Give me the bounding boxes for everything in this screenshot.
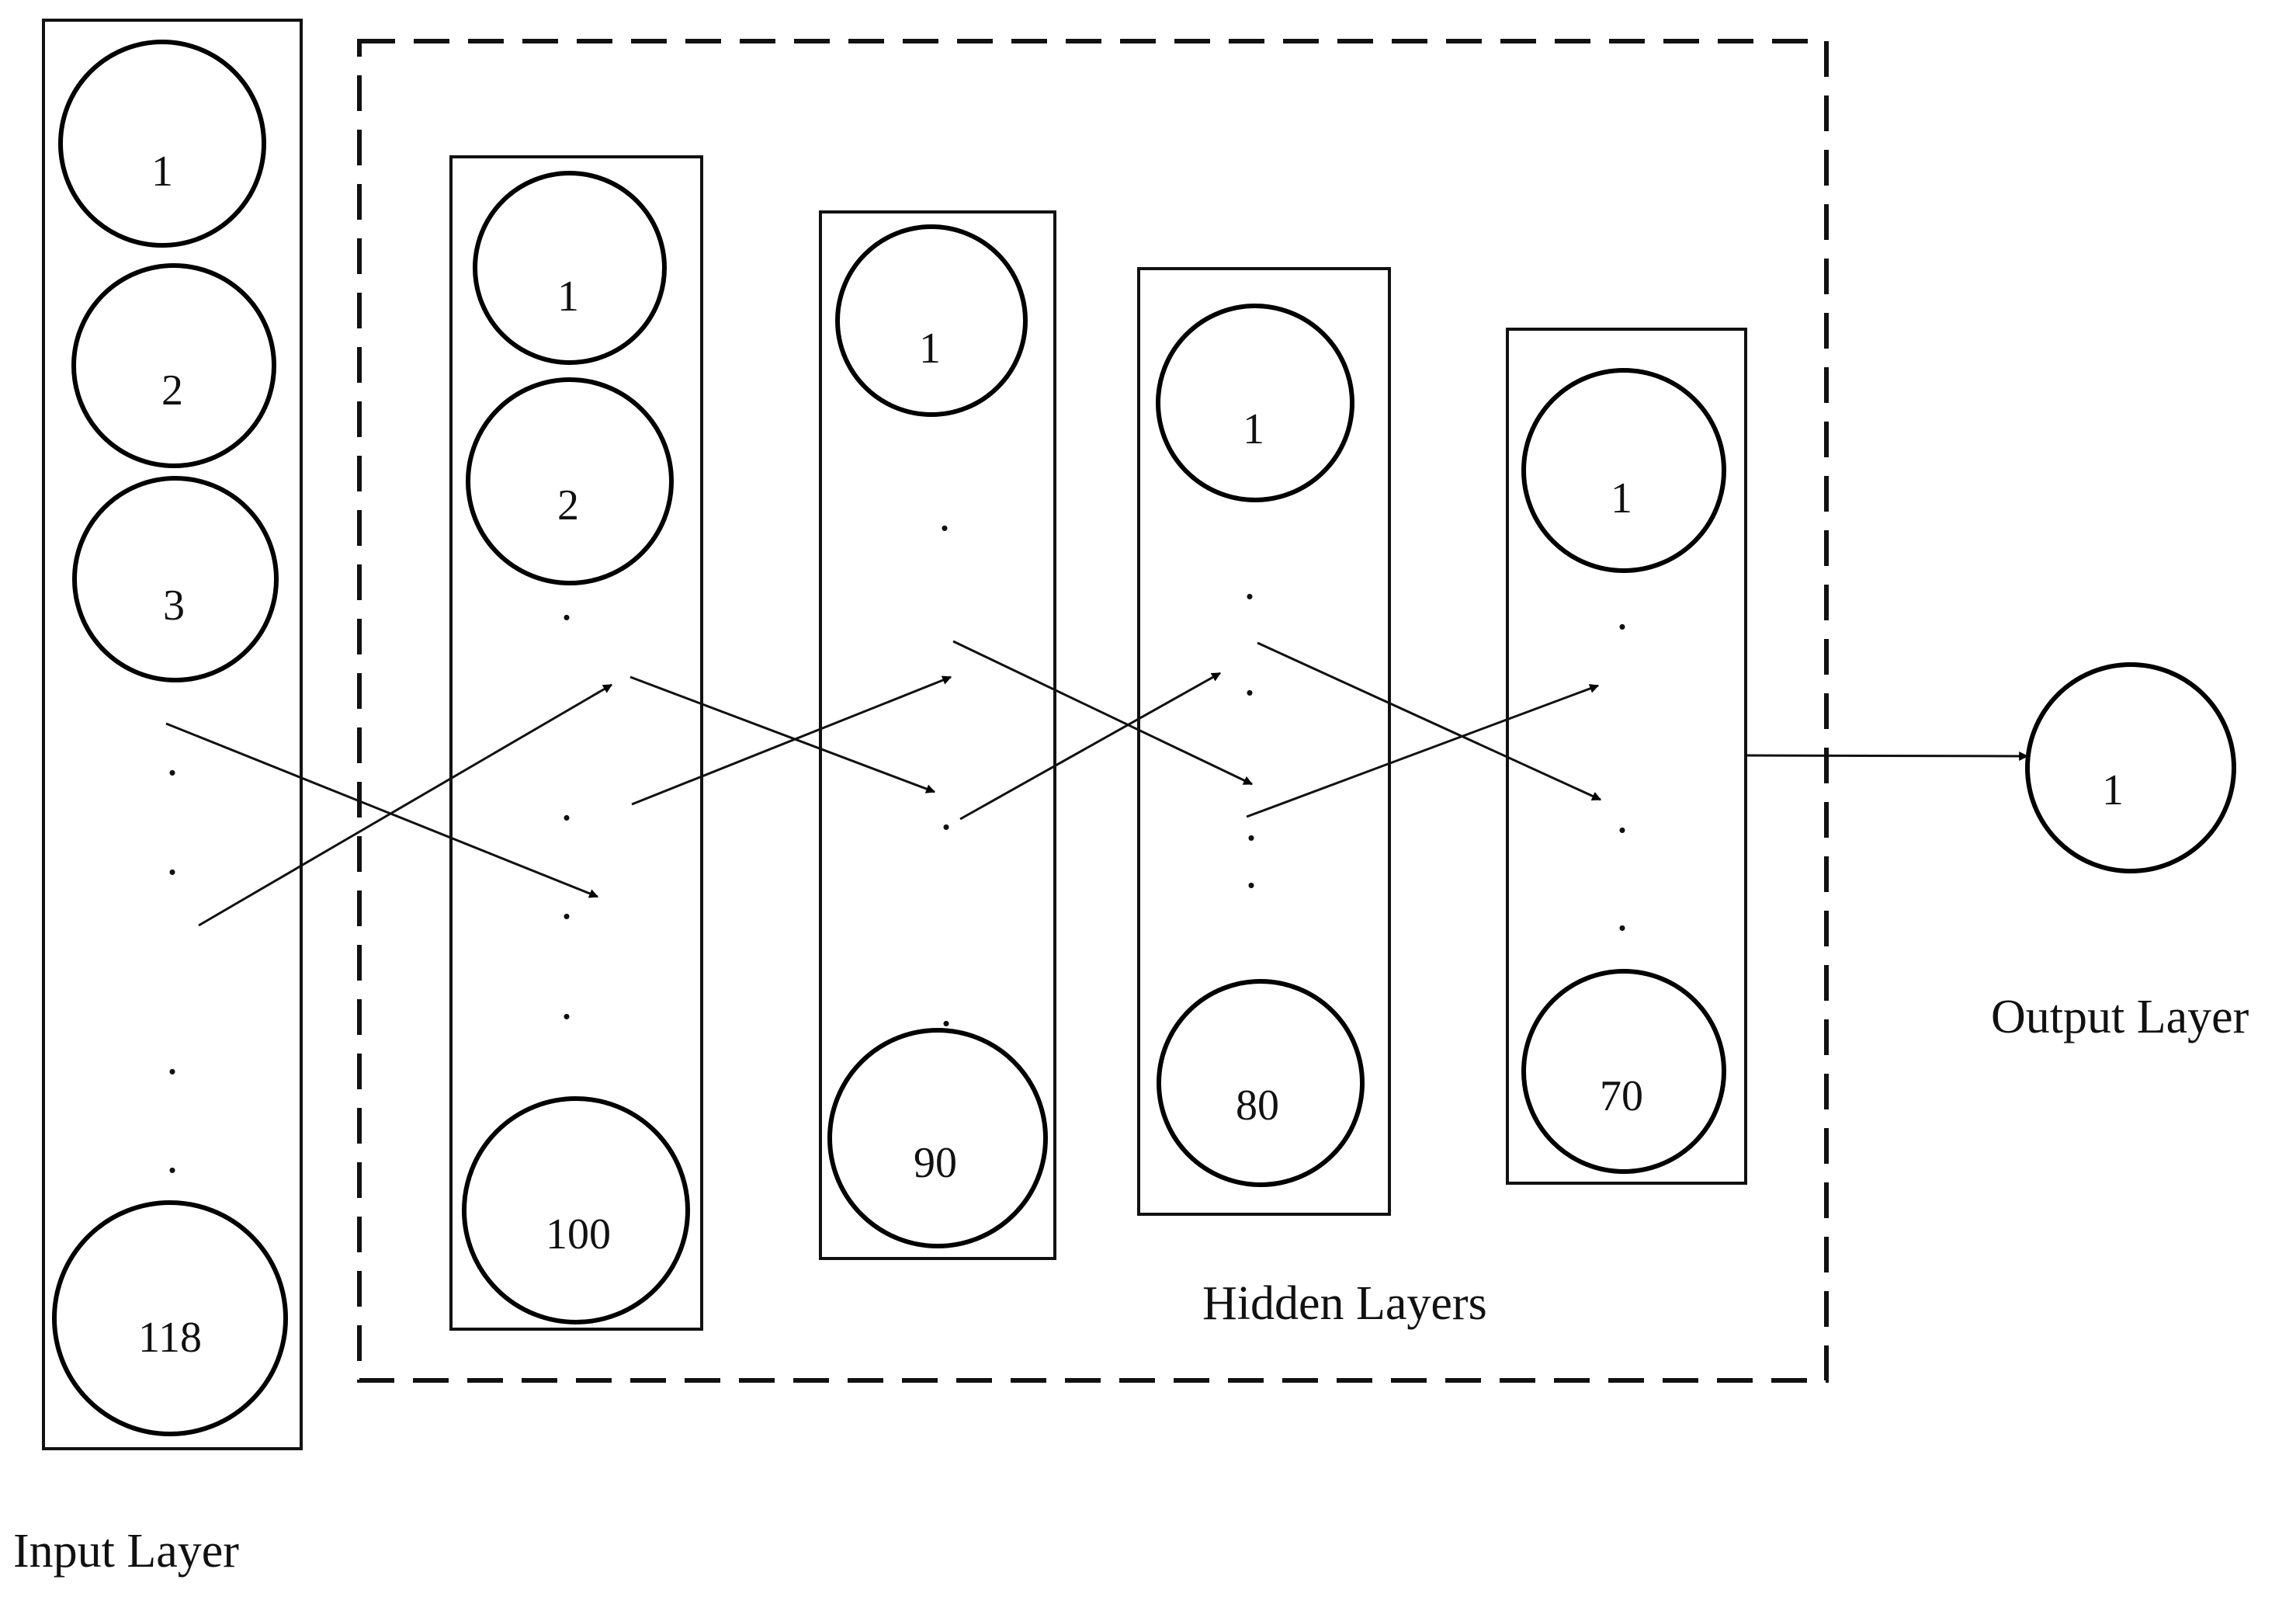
connection-arrow [198,683,613,927]
connection-arrow [631,675,952,806]
hidden-1-neuron-1: 1 [473,171,667,365]
hidden-layer-3-box [1137,267,1391,1216]
hidden-3-ellipsis-dot: . [1246,799,1257,850]
hidden-4-ellipsis-dot: . [1617,889,1628,940]
hidden-layer-2-box [819,210,1056,1260]
hidden-layers-frame [357,39,1829,1383]
hidden-1-neuron-100-label: 100 [546,1210,611,1259]
output-neuron-1: 1 [2025,662,2236,873]
hidden-1-neuron-2-label: 2 [557,481,579,529]
hidden-2-neuron-1: 1 [835,224,1028,417]
hidden-3-ellipsis-dot: . [1244,654,1256,705]
input-layer-box [42,19,303,1450]
hidden-1-neuron-100: 100 [462,1096,690,1324]
connection-arrow [959,672,1222,821]
input-neuron-2: 2 [71,263,276,468]
hidden-4-ellipsis-dot: . [1617,791,1628,842]
hidden-4-ellipsis-dot: . [1617,588,1628,639]
hidden-2-ellipsis-dot: . [939,489,951,540]
output-neuron-1-label: 1 [2102,766,2124,814]
hidden-2-neuron-90: 90 [827,1028,1048,1248]
input-neuron-3-label: 3 [163,582,185,630]
hidden-2-neuron-1-label: 1 [919,325,941,373]
output-connection-arrow [1746,751,2029,761]
output-layer-caption: Output Layer [1991,991,2249,1043]
hidden-layer-1-box [449,155,703,1331]
hidden-4-neuron-70: 70 [1521,969,1726,1174]
input-neuron-1: 1 [58,40,266,248]
input-neuron-3: 3 [72,476,279,682]
input-layer-caption: Input Layer [13,1525,239,1578]
hidden-4-neuron-1: 1 [1521,368,1726,573]
hidden-1-ellipsis-dot: . [561,779,573,830]
hidden-4-neuron-1-label: 1 [1611,474,1632,522]
hidden-3-neuron-80-label: 80 [1236,1081,1279,1130]
hidden-2-ellipsis-dot: . [941,788,952,839]
connection-arrow [165,722,599,898]
hidden-3-ellipsis-dot: . [1246,846,1257,897]
hidden-1-neuron-1-label: 1 [557,273,579,321]
input-neuron-118: 118 [52,1200,288,1436]
hidden-1-ellipsis-dot: . [561,977,573,1029]
input-ellipsis-dot: . [167,734,179,785]
connection-arrow [1246,684,1600,818]
input-neuron-1-label: 1 [151,148,173,196]
input-ellipsis-dot: . [167,833,179,884]
connection-arrow [1257,641,1602,801]
hidden-2-ellipsis-dot: . [941,984,952,1036]
hidden-3-neuron-80: 80 [1157,979,1365,1187]
input-ellipsis-dot: . [167,1131,179,1182]
hidden-3-neuron-1-label: 1 [1243,405,1264,453]
hidden-1-ellipsis-dot: . [561,877,573,929]
hidden-4-neuron-70-label: 70 [1600,1072,1643,1120]
hidden-3-neuron-1: 1 [1156,304,1354,502]
hidden-3-ellipsis-dot: . [1244,557,1256,609]
hidden-2-neuron-90-label: 90 [914,1139,957,1187]
input-neuron-2-label: 2 [161,366,183,415]
input-ellipsis-dot: . [167,1033,179,1084]
connection-arrow [952,640,1254,786]
connection-arrow [629,675,936,793]
hidden-1-ellipsis-dot: . [561,578,573,630]
hidden-layers-caption: Hidden Layers [1202,1277,1487,1330]
input-neuron-118-label: 118 [138,1314,202,1362]
hidden-1-neuron-2: 2 [466,377,674,585]
